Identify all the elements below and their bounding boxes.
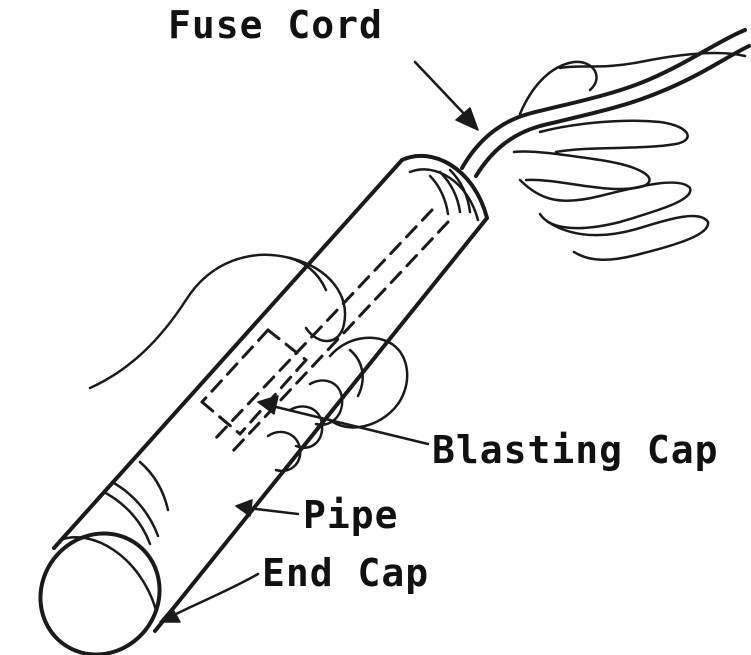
fuse-cord (462, 30, 749, 176)
arrow-end-cap (160, 574, 258, 622)
arrow-fuse-cord (415, 62, 478, 130)
label-end-cap: End Cap (262, 551, 429, 595)
label-fuse-cord: Fuse Cord (168, 3, 383, 47)
arrow-pipe (236, 500, 298, 516)
label-blasting-cap: Blasting Cap (432, 428, 719, 472)
label-pipe: Pipe (303, 493, 399, 537)
upper-hand (514, 53, 745, 260)
end-cap (16, 509, 184, 655)
